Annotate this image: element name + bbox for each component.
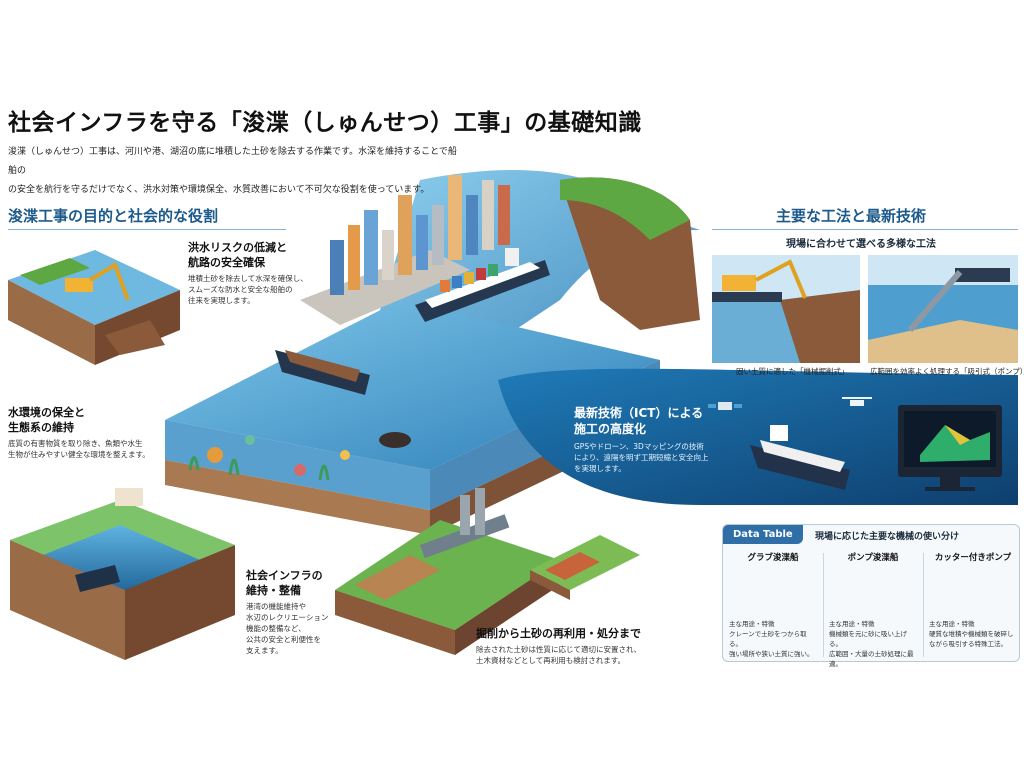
ict-body-line: を実現します。 [574,464,626,473]
flood-title-line: 航路の安全確保 [188,256,265,269]
intro-text: 浚渫（しゅんせつ）工事は、河川や港、湖沼の底に堆積した土砂を除去する作業です。水… [8,143,458,200]
ict-body-line: GPSやドローン、3Dマッピングの技術 [574,442,704,451]
reuse-body: 除去された土砂は性質に応じて適切に安置され、 土木資材などとして再利用も検討され… [476,644,716,666]
mechanical-excavation-image [712,255,860,363]
riverbank-grass [560,177,690,240]
ict-block: 最新技術（ICT）による 施工の高度化 GPSやドローン、3Dマッピングの技術 … [574,405,724,474]
column-body-line: 主な用途・特徴 [929,620,975,628]
flood-body-line: 往来を実現します。 [188,296,255,305]
flood-body: 堆積土砂を除去して水深を確保し、 スムーズな防水と安全な船舶の 往来を実現します… [188,273,318,306]
column-body-line: ながら吸引する特殊工法。 [929,640,1007,648]
harbor-block [10,488,235,660]
dredger-vessel [275,330,370,395]
column-title: グラブ浚渫船 [747,553,799,563]
data-table-heading: 現場に応じた主要な機械の使い分け [815,532,960,542]
column-body: 主な用途・特徴 硬質な堆積や機械類を破碎し ながら吸引する特殊工法。 [925,619,1021,649]
container-ship [415,248,550,322]
column-body-line: 硬質な堆積や機械類を破碎し [929,630,1014,638]
flood-title: 洪水リスクの低減と 航路の安全確保 [188,240,318,270]
page-title: 社会インフラを守る「浚渫（しゅんせつ）工事」の基礎知識 [8,110,642,136]
environment-block: 水環境の保全と 生態系の維持 底質の有害物質を取り除き、魚類や水生 生物が住みや… [8,405,178,460]
soil-reuse-block [335,488,640,655]
flood-body-line: スムーズな防水と安全な船舶の [188,285,293,294]
column-body-line: クレーンで土砂をつから取る。 [729,630,807,648]
environment-body-line: 底質の有害物質を取り除き、魚類や水生 [8,439,143,448]
infrastructure-body-line: 機能の整備など、 [246,624,306,633]
column-body-line: 機械類を元に砂に吸い上げる。 [829,630,907,648]
section-seabed-front [165,460,430,535]
environment-title: 水環境の保全と 生態系の維持 [8,405,178,435]
column-image-slot [825,563,921,619]
section-water-surface [165,300,660,470]
flood-title-line: 洪水リスクの低減と [188,241,287,254]
column-title: ポンプ浚渫船 [847,553,899,563]
infrastructure-body-line: 水辺のレクリエーション [246,613,329,622]
satellite-icon [708,402,742,410]
drone-icon [842,397,872,406]
ict-body: GPSやドローン、3Dマッピングの技術 により、遠隔を明ず工期短縮と安全向上 を… [574,441,724,474]
data-table-column-pump: ポンプ浚渫船 主な用途・特徴 機械類を元に砂に吸い上げる。 広範囲・大量の土砂処… [825,551,921,668]
city-skyline [300,175,510,325]
ict-title: 最新技術（ICT）による 施工の高度化 [574,405,724,437]
environment-title-line: 水環境の保全と [8,406,85,419]
column-image-slot [725,563,821,619]
infrastructure-body-line: 港湾の機能維持や [246,602,306,611]
reuse-title: 掘削から土砂の再利用・処分まで [476,627,641,640]
environment-body-line: 生物が住みやすい健全な環境を整えます。 [8,450,150,459]
ict-body-line: により、遠隔を明ず工期短縮と安全向上 [574,453,709,462]
section-heading-methods: 主要な工法と最新技術 [776,207,927,225]
data-table-badge: Data Table [723,525,803,544]
column-body: 主な用途・特徴 機械類を元に砂に吸い上げる。 広範囲・大量の土砂処理に最適。 [825,619,921,669]
intro-line: 浚渫（しゅんせつ）工事は、河川や港、湖沼の底に堆積した土砂を除去する作業です。水… [8,147,457,176]
reuse-body-line: 土木資材などとして再利用も検討されます。 [476,656,626,665]
column-divider [823,553,824,657]
column-divider [923,553,924,657]
data-table-column-grab: グラブ浚渫船 主な用途・特徴 クレーンで土砂をつから取る。 強い場所や狭い土質に… [725,551,821,659]
column-body-line: 主な用途・特徴 [729,620,775,628]
methods-subheading: 現場に合わせて選べる多様な工法 [786,239,936,250]
intro-line: の安全を航行を守るだけでなく、洪水対策や環境保全、水質改善において不可欠な役割を… [8,185,430,195]
column-body-line: 強い場所や狭い土質に強い。 [729,650,814,658]
infrastructure-body-line: 支えます。 [246,646,283,655]
infrastructure-title-line: 維持・整備 [246,584,301,597]
sea-life [188,432,411,481]
column-body-line: 広範囲・大量の土砂処理に最適。 [829,650,914,668]
reuse-block: 掘削から土砂の再利用・処分まで 除去された土砂は性質に応じて適切に安置され、 土… [476,626,716,666]
ict-title-line: 施工の高度化 [574,422,647,436]
excavator-island [8,250,180,365]
infrastructure-title: 社会インフラの 維持・整備 [246,568,346,598]
column-image-slot [925,563,1021,619]
monitor-3d-map [898,405,1002,491]
ict-title-line: 最新技術（ICT）による [574,406,704,420]
infrastructure-body-line: 公共の安全と利便性を [246,635,321,644]
ict-ship [750,425,850,490]
section-divider [8,229,286,230]
data-table-card: Data Table 現場に応じた主要な機械の使い分け グラブ浚渫船 主な用途・… [722,524,1021,668]
pump-suction-image [868,255,1018,363]
reuse-body-line: 除去された土砂は性質に応じて適切に安置され、 [476,645,642,654]
method-caption-mechanical: 固い土質に適した「機械掘削式」 [736,367,849,376]
infrastructure-title-line: 社会インフラの [246,569,323,582]
flood-block: 洪水リスクの低減と 航路の安全確保 堆積土砂を除去して水深を確保し、 スムーズな… [188,240,318,306]
section-divider [712,229,1018,230]
section-heading-purpose: 浚渫工事の目的と社会的な役割 [8,207,219,225]
column-body-line: 主な用途・特徴 [829,620,875,628]
flood-body-line: 堆積土砂を除去して水深を確保し、 [188,274,308,283]
ict-panel [498,368,1018,505]
environment-body: 底質の有害物質を取り除き、魚類や水生 生物が住みやすい健全な環境を整えます。 [8,438,178,460]
data-table-column-cutter: カッター付きポンプ 主な用途・特徴 硬質な堆積や機械類を破碎し ながら吸引する特… [925,551,1021,659]
infrastructure-body: 港湾の機能維持や 水辺のレクリエーション 機能の整備など、 公共の安全と利便性を… [246,601,346,656]
infrastructure-block: 社会インフラの 維持・整備 港湾の機能維持や 水辺のレクリエーション 機能の整備… [246,568,346,656]
method-caption-pump: 広範囲を効率よく処理する「吸引式（ポンプ）」 [870,367,1024,376]
column-title: カッター付きポンプ [934,553,1012,563]
environment-title-line: 生態系の維持 [8,421,74,434]
column-body: 主な用途・特徴 クレーンで土砂をつから取る。 強い場所や狭い土質に強い。 [725,619,821,659]
